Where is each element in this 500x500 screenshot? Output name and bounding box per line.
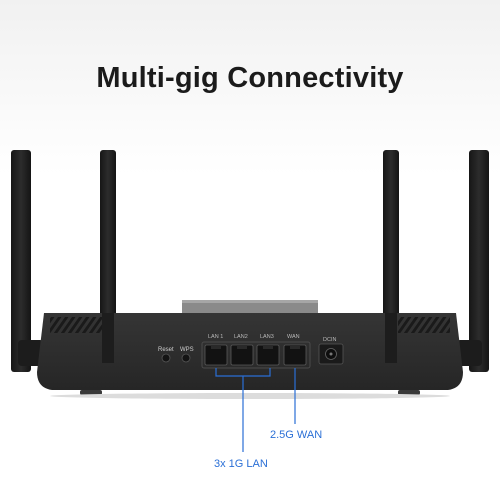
antenna-outer-right xyxy=(469,150,489,372)
port-label-lan3: LAN3 xyxy=(260,334,274,340)
headline: Multi-gig Connectivity xyxy=(96,62,404,94)
antenna-outer-left xyxy=(11,150,31,372)
port-label-dcin: DCIN xyxy=(323,337,336,343)
port-lan2[interactable] xyxy=(230,344,254,366)
reset-label: Reset xyxy=(158,347,174,353)
port-label-lan1: LAN 1 xyxy=(208,334,223,340)
port-wan[interactable] xyxy=(283,344,307,366)
port-label-lan2: LAN2 xyxy=(234,334,248,340)
port-lan1[interactable] xyxy=(204,344,228,366)
lan-callout-line xyxy=(215,368,271,452)
port-label-wan: WAN xyxy=(287,334,300,340)
wan-callout-label: 2.5G WAN xyxy=(270,429,323,441)
reset-button[interactable] xyxy=(161,353,171,363)
antenna-inner-right xyxy=(383,150,399,350)
port-dcin[interactable] xyxy=(318,343,344,365)
lan-callout-label: 3x 1G LAN xyxy=(214,458,268,470)
wps-label: WPS xyxy=(180,347,194,353)
antenna-inner-left xyxy=(100,150,116,350)
wps-button[interactable] xyxy=(181,353,191,363)
port-lan3[interactable] xyxy=(256,344,280,366)
